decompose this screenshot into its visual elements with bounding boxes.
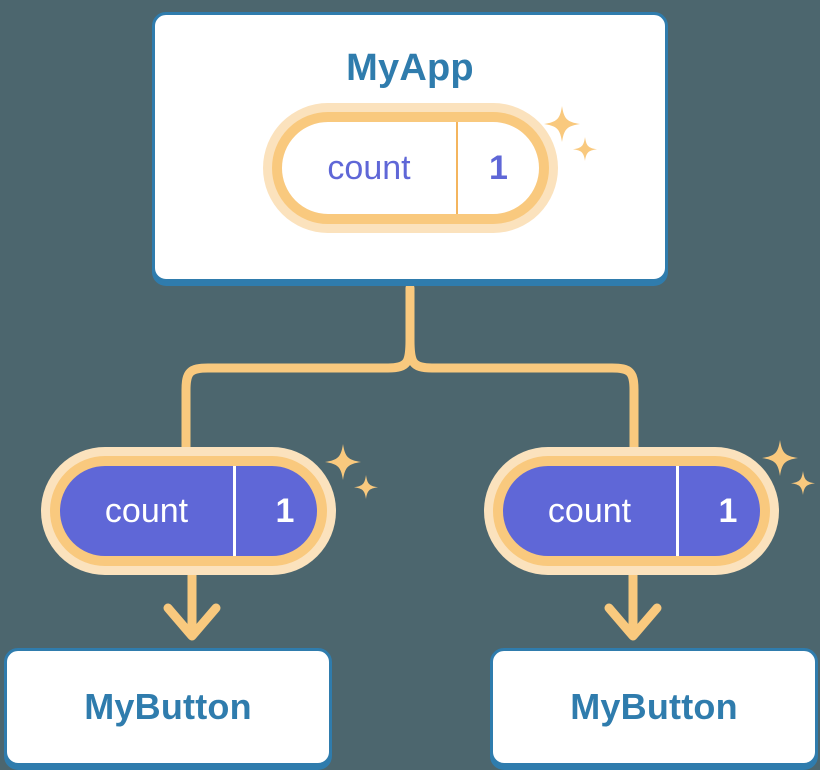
arrow-head-right-icon: [604, 603, 662, 641]
card-myapp-label: MyApp: [346, 47, 474, 89]
state-value-left: 1: [275, 491, 295, 530]
card-mybutton-right-label: MyButton: [570, 686, 738, 727]
arrow-head-left-icon: [163, 603, 221, 641]
state-value-myapp: 1: [489, 148, 508, 187]
connector-tree-path: [405, 283, 639, 457]
card-mybutton-right[interactable]: MyButton: [490, 648, 818, 766]
state-pill-myapp[interactable]: count 1: [272, 112, 549, 224]
state-key-myapp: count: [282, 122, 458, 214]
state-pill-right[interactable]: count 1: [493, 456, 770, 566]
connector-tree-path-left: [181, 335, 415, 457]
state-pill-left[interactable]: count 1: [50, 456, 327, 566]
card-mybutton-left-label: MyButton: [84, 686, 252, 727]
state-value-right: 1: [718, 491, 738, 530]
state-key-left: count: [60, 466, 236, 556]
state-key-right: count: [503, 466, 679, 556]
card-mybutton-left[interactable]: MyButton: [4, 648, 332, 766]
